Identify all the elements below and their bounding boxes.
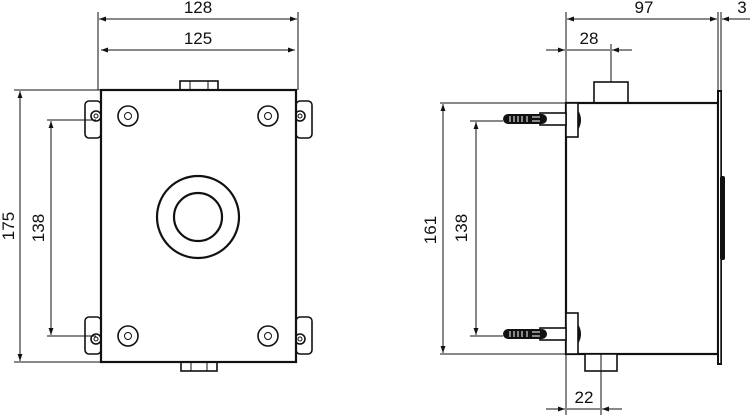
top-connector (179, 80, 219, 91)
wall-plug-bottom (503, 327, 567, 341)
mounting-bracket-bottom (565, 312, 579, 355)
corner-screw-icon (257, 105, 279, 127)
dimension-label-flange-thickness: 3 (737, 0, 746, 17)
corner-screw-icon (117, 105, 139, 127)
dimension-label-depth: 97 (635, 0, 654, 17)
bottom-connector (180, 361, 218, 372)
dimension-label-body-width: 125 (184, 29, 212, 48)
flange-button-profile (720, 176, 725, 260)
wall-plug-top (503, 112, 567, 126)
push-button-outer-ring (155, 174, 241, 260)
dimension-label-overall-width: 128 (184, 0, 212, 17)
dimension-label-side-height: 161 (421, 216, 440, 244)
dimension-label-bottom-connector-offset: 22 (575, 388, 594, 407)
screw-head-icon (578, 324, 581, 344)
side-view: 97 3 28 (421, 0, 750, 415)
front-view: 128 125 (0, 0, 313, 372)
dimension-label-mount-spacing-front: 138 (29, 214, 48, 242)
top-connector-side (593, 81, 629, 104)
corner-screw-icon (257, 325, 279, 347)
dimension-label-overall-height: 175 (0, 212, 18, 240)
dimension-label-mount-spacing-side: 138 (452, 214, 471, 242)
push-button-inner (172, 191, 224, 243)
screw-head-icon (578, 110, 581, 130)
box-body-side (564, 101, 720, 356)
mounting-bracket-top (565, 102, 579, 138)
corner-screw-icon (117, 325, 139, 347)
dimension-label-top-connector-offset: 28 (580, 29, 599, 48)
box-body-front (99, 88, 298, 364)
